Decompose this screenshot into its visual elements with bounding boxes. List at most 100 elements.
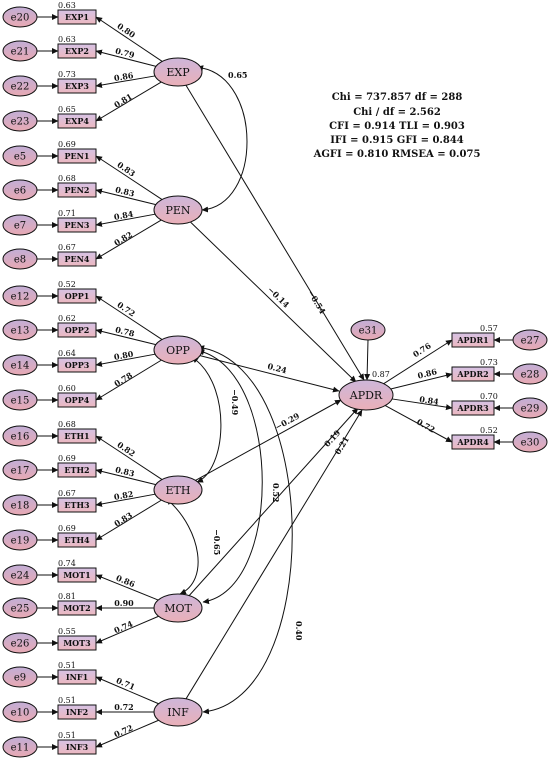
error-node-e9	[2, 666, 38, 688]
error-label-e22: e22	[11, 82, 30, 93]
indicator-box-eth1	[57, 428, 97, 444]
error-label-e12: e12	[11, 292, 30, 303]
error-label-e9: e9	[14, 673, 26, 684]
loading-label-eth3: 0.82	[113, 489, 134, 502]
error-label-e15: e15	[11, 396, 30, 407]
error-label-e20: e20	[11, 13, 30, 24]
loading-arrow-exp3	[95, 75, 156, 88]
indicator-label-eth4: ETH4	[64, 535, 90, 545]
r2-label-inf3: 0.51	[58, 731, 76, 740]
latent-node-opp	[153, 335, 203, 365]
latent-label-eth: ETH	[166, 484, 191, 497]
loading-label-mot2: 0.90	[114, 598, 134, 608]
loading-label-opp4: 0.78	[112, 370, 134, 389]
error-node-e10	[2, 701, 38, 723]
path-label-pen_apdr: −0.14	[266, 284, 292, 310]
error-label-e17: e17	[11, 466, 30, 477]
fit-stat-line4: IFI = 0.915 GFI = 0.844	[330, 135, 464, 146]
error-node-e17	[2, 459, 38, 481]
error-label-e16: e16	[11, 432, 30, 443]
indicator-label-apdr1: APDR1	[456, 335, 488, 345]
error-node-e29	[512, 397, 548, 419]
error-node-e6	[2, 179, 38, 201]
loading-arrow-opp3	[95, 353, 156, 367]
indicator-label-eth3: ETH3	[64, 500, 90, 510]
indicator-box-opp1	[57, 288, 97, 304]
fit-stat-line5: AGFI = 0.810 RMSEA = 0.075	[313, 149, 481, 160]
latent-node-inf	[153, 697, 203, 727]
loading-arrow-eth4	[95, 499, 162, 541]
error-node-e19	[2, 529, 38, 551]
error-node-e16	[2, 425, 38, 447]
indicator-box-mot3	[57, 635, 97, 651]
covariance-opp-mot	[197, 349, 263, 605]
indicator-box-exp1	[57, 9, 97, 25]
r2-label-mot3: 0.55	[58, 627, 76, 636]
loading-label-pen4: 0.82	[112, 229, 134, 248]
r2-label-apdr3: 0.70	[480, 392, 498, 401]
error-node-e31	[350, 319, 386, 341]
error-node-e20	[2, 6, 38, 28]
error-label-e7: e7	[14, 221, 26, 232]
loading-label-eth2: 0.83	[114, 464, 136, 478]
error-node-e12	[2, 285, 38, 307]
loading-arrow-pen1	[95, 155, 163, 200]
loading-arrow-exp2	[95, 49, 157, 67]
loading-label-apdr1: 0.76	[411, 340, 433, 359]
indicator-label-inf2: INF2	[66, 707, 88, 717]
r2-label-pen2: 0.68	[58, 174, 76, 183]
indicator-box-apdr4	[451, 434, 495, 450]
r2-label-eth2: 0.69	[58, 454, 76, 463]
r2-label-mot1: 0.74	[58, 559, 76, 568]
loading-arrow-apdr4	[385, 405, 453, 443]
r2-label-opp2: 0.62	[58, 314, 76, 323]
indicator-label-opp4: OPP4	[65, 395, 90, 405]
r2-label-opp3: 0.64	[58, 349, 76, 358]
error-node-e23	[2, 110, 38, 132]
latent-node-apdr	[338, 379, 394, 411]
r2-label-exp2: 0.63	[58, 35, 76, 44]
error-label-e13: e13	[11, 326, 30, 337]
indicator-label-opp3: OPP3	[65, 360, 90, 370]
indicator-box-pen4	[57, 251, 97, 267]
error-label-e5: e5	[14, 152, 26, 163]
indicator-box-opp2	[57, 322, 97, 338]
r2-label-opp1: 0.52	[58, 280, 76, 289]
covariance-label-opp-mot: 0.52	[271, 483, 281, 502]
indicator-box-inf2	[57, 704, 97, 720]
fit-stat-line2: Chi / df = 2.562	[353, 107, 441, 118]
loading-label-pen2: 0.83	[114, 184, 136, 198]
latent-label-opp: OPP	[166, 344, 190, 357]
loading-arrow-apdr2	[390, 372, 453, 390]
r2-label-mot2: 0.81	[58, 592, 76, 601]
path-arrow-pen_apdr	[190, 221, 357, 383]
latent-label-pen: PEN	[165, 204, 190, 217]
indicator-label-apdr4: APDR4	[456, 437, 489, 447]
loading-label-apdr2: 0.86	[417, 366, 439, 380]
r2-label-exp3: 0.73	[58, 70, 76, 79]
covariance-label-opp-inf: 0.40	[294, 621, 304, 641]
error-label-e28: e28	[521, 370, 540, 381]
covariance-label-opp-eth: −0.49	[230, 389, 240, 416]
error-label-e27: e27	[521, 336, 540, 347]
error-node-e18	[2, 494, 38, 516]
indicator-box-pen2	[57, 182, 97, 198]
error-label-e10: e10	[11, 708, 30, 719]
loading-label-exp2: 0.79	[114, 46, 136, 61]
error-label-e23: e23	[11, 117, 30, 128]
covariance-opp-inf	[197, 345, 293, 715]
path-arrow-inf_apdr	[185, 409, 363, 700]
indicator-label-opp1: OPP1	[65, 291, 90, 301]
error-node-e25	[2, 597, 38, 619]
indicator-box-apdr3	[451, 400, 495, 416]
path-arrow-opp_apdr	[199, 355, 340, 393]
r2-label-exp1: 0.63	[58, 1, 76, 10]
loading-arrow-eth3	[95, 493, 156, 507]
loading-arrow-eth2	[95, 468, 156, 486]
indicator-label-exp4: EXP4	[65, 116, 89, 126]
loading-label-exp4: 0.81	[112, 91, 134, 110]
error-node-e13	[2, 319, 38, 341]
path-arrow-eth_apdr	[195, 399, 342, 481]
error-node-e8	[2, 248, 38, 270]
path-arrow-exp_apdr	[185, 84, 365, 381]
